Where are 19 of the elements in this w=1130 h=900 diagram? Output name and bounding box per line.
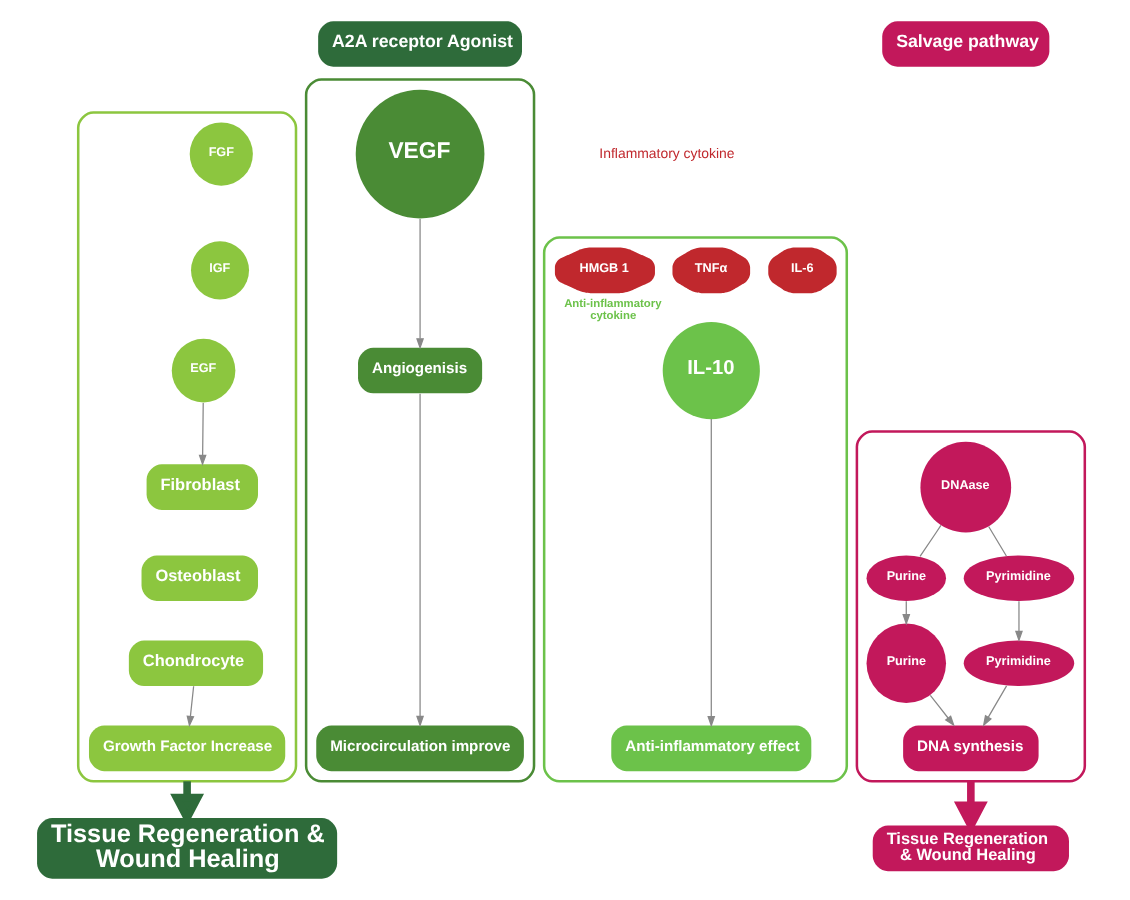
arrow: [928, 694, 954, 727]
arrow: [981, 685, 1007, 727]
arrow: [197, 402, 206, 467]
cluster: [75, 111, 297, 783]
arrow: [415, 218, 424, 350]
arrow: [415, 393, 424, 728]
node-box: Tissue Regeneration & Wound Healing: [36, 818, 337, 879]
arrow: [185, 685, 194, 728]
arrow: [1013, 600, 1022, 643]
node-box: A2A receptor Agonist: [317, 21, 521, 67]
cluster: [303, 78, 535, 783]
cluster: [854, 430, 1086, 783]
node-circle: IL-10: [661, 322, 759, 420]
node-circle: VEGF: [354, 89, 484, 219]
node-box: Salvage pathway: [881, 21, 1049, 67]
connector: [987, 525, 1006, 557]
cluster: [541, 236, 848, 783]
arrow: [706, 418, 715, 728]
connector: [918, 524, 941, 558]
